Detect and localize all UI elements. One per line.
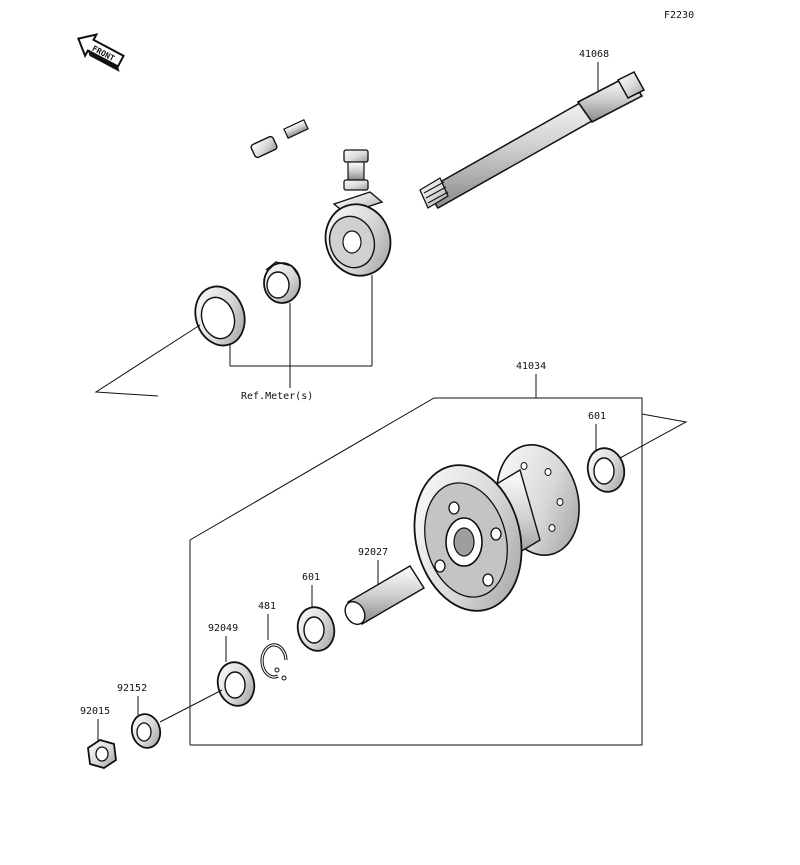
ref-meter-bracket (94, 275, 373, 397)
circlip (260, 643, 288, 681)
collar (130, 713, 162, 749)
speedometer-gear (263, 261, 301, 304)
axle-part-number: 41068 (579, 49, 609, 60)
hub-assembly-bracket (189, 374, 688, 746)
speedometer-cable (250, 104, 369, 191)
collar-part-number: 92152 (117, 683, 147, 694)
front-arrow-icon: FRONT (77, 33, 125, 72)
distance-collar-part-number: 92027 (358, 547, 388, 558)
hub-part-number: 41034 (516, 361, 546, 372)
speedometer-gear-housing (324, 191, 392, 277)
ref-meter-label: Ref.Meter(s) (241, 391, 313, 402)
figure-code: F2230 (664, 10, 694, 21)
axle-nut-part-number: 92015 (80, 706, 110, 717)
dust-seal (194, 285, 246, 347)
front-axle (419, 71, 646, 209)
distance-collar (344, 565, 425, 626)
bearing-left-part-number: 601 (302, 572, 320, 583)
oil-seal-part-number: 92049 (208, 623, 238, 634)
oil-seal (216, 661, 256, 707)
bearing-right (586, 447, 626, 493)
circlip-part-number: 481 (258, 601, 276, 612)
bearing-left (296, 606, 336, 652)
axle-line-left (159, 689, 223, 723)
bearing-right-part-number: 601 (588, 411, 606, 422)
axle-nut (87, 739, 117, 769)
front-wheel-hub (413, 444, 580, 612)
